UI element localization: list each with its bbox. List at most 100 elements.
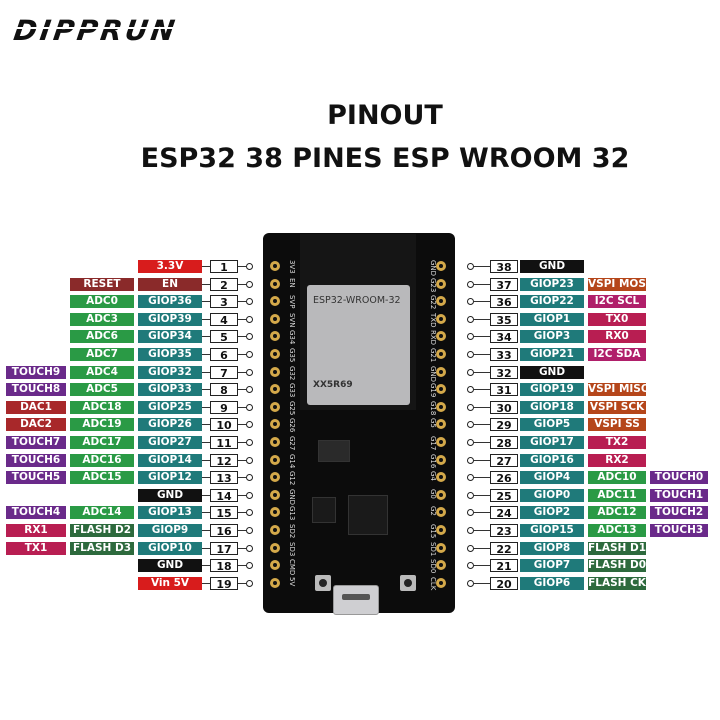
pin-lead xyxy=(238,442,246,443)
pin-label: GIOP3 xyxy=(520,330,584,344)
silk-label: 3V3 xyxy=(288,260,296,274)
pin-label: ADC0 xyxy=(70,295,134,309)
pin-number: 8 xyxy=(210,383,238,397)
pin-label: TX0 xyxy=(588,312,646,326)
pin-label: TOUCH2 xyxy=(650,506,708,520)
rst-button[interactable] xyxy=(315,575,331,591)
page-title: PINOUT xyxy=(327,100,443,131)
silk-label: G35 xyxy=(288,348,296,363)
pin-label: ADC7 xyxy=(70,348,134,361)
chip-marking: XX5R69 xyxy=(313,380,353,390)
pin-lead xyxy=(202,266,210,267)
pin-number: 22 xyxy=(490,541,518,556)
header-pad xyxy=(436,296,446,307)
pin-label: GIOP16 xyxy=(520,453,584,467)
pin-lead xyxy=(202,459,210,461)
header-pad xyxy=(436,419,446,430)
pin-label: TOUCH0 xyxy=(650,471,708,485)
pin-hole xyxy=(246,562,253,570)
pin-lead xyxy=(238,477,246,479)
pin-label: GIOP8 xyxy=(520,541,584,555)
pin-label: RX0 xyxy=(588,330,646,344)
header-pad xyxy=(270,525,280,535)
pin-label: GIOP19 xyxy=(520,383,584,397)
pin-lead xyxy=(474,336,490,338)
pin-label: EN xyxy=(138,277,202,291)
silk-label: G33 xyxy=(288,383,296,398)
pin-label: GND xyxy=(520,260,584,273)
silk-label: GND xyxy=(288,488,296,505)
pin-hole xyxy=(246,491,253,499)
pin-number: 21 xyxy=(490,559,518,573)
pin-label: GIOP25 xyxy=(138,400,202,414)
pin-label: DAC2 xyxy=(6,418,66,432)
regulator-chip xyxy=(312,497,336,523)
pin-lead xyxy=(238,565,246,567)
header-pad xyxy=(436,560,446,571)
pin-hole xyxy=(246,456,253,464)
pin-lead xyxy=(202,406,210,408)
pin-label: TOUCH5 xyxy=(6,471,66,485)
pin-hole xyxy=(467,527,474,534)
pin-lead xyxy=(202,318,210,320)
boot-button[interactable] xyxy=(400,575,416,591)
pin-hole xyxy=(246,544,253,552)
brand-logo: DIPPRUN xyxy=(11,14,180,47)
pin-number: 17 xyxy=(210,541,238,556)
pin-hole xyxy=(467,386,474,394)
pin-lead xyxy=(202,582,210,584)
pin-hole xyxy=(467,562,474,570)
pin-label: RESET xyxy=(70,277,134,291)
pin-lead xyxy=(202,371,210,373)
pin-label: VSPI SCK xyxy=(588,400,646,414)
pin-hole xyxy=(467,439,474,446)
pin-lead xyxy=(474,318,490,320)
pin-number: 9 xyxy=(210,400,238,415)
pin-lead xyxy=(474,530,490,531)
silk-label: SVP xyxy=(288,295,296,309)
pin-hole xyxy=(246,474,253,482)
pin-label: FLASH D1 xyxy=(588,541,646,555)
pin-hole xyxy=(246,280,253,288)
header-pad xyxy=(436,489,446,500)
pin-label: GIOP1 xyxy=(520,312,584,326)
pin-number: 38 xyxy=(490,260,518,274)
pin-label: TOUCH9 xyxy=(6,365,66,379)
pin-lead xyxy=(238,406,246,408)
pin-lead xyxy=(238,424,246,426)
pin-label: GIOP22 xyxy=(520,295,584,309)
silk-label: G32 xyxy=(288,365,296,380)
header-pad xyxy=(436,384,446,395)
pin-label: GIOP32 xyxy=(138,365,202,379)
pin-lead xyxy=(202,547,210,549)
pin-label: 3.3V xyxy=(138,260,202,273)
pin-lead xyxy=(474,266,490,267)
header-pad xyxy=(270,454,280,465)
pin-label: TOUCH6 xyxy=(6,453,66,467)
header-pad xyxy=(436,366,446,377)
pin-number: 31 xyxy=(490,383,518,397)
pin-label: ADC19 xyxy=(70,418,134,432)
pin-label: VSPI MISO xyxy=(588,383,646,397)
pin-lead xyxy=(238,354,246,355)
pin-label: GIOP7 xyxy=(520,559,584,573)
pin-label: ADC3 xyxy=(70,312,134,326)
pin-label: GND xyxy=(520,365,584,379)
pin-lead xyxy=(238,389,246,391)
pin-label: ADC6 xyxy=(70,330,134,344)
pin-lead xyxy=(238,512,246,514)
pin-hole xyxy=(246,315,253,323)
pin-number: 7 xyxy=(210,365,238,380)
silk-label: G27 xyxy=(288,436,296,451)
pin-lead xyxy=(474,354,490,355)
pin-lead xyxy=(202,424,210,426)
pin-label: GIOP34 xyxy=(138,330,202,344)
pin-number: 37 xyxy=(490,277,518,292)
header-pad xyxy=(270,401,280,412)
pin-label: TX1 xyxy=(6,541,66,555)
pin-label: GIOP33 xyxy=(138,383,202,397)
pin-lead xyxy=(202,494,210,496)
pin-lead xyxy=(474,547,490,549)
pin-number: 25 xyxy=(490,488,518,503)
pin-lead xyxy=(238,266,246,267)
